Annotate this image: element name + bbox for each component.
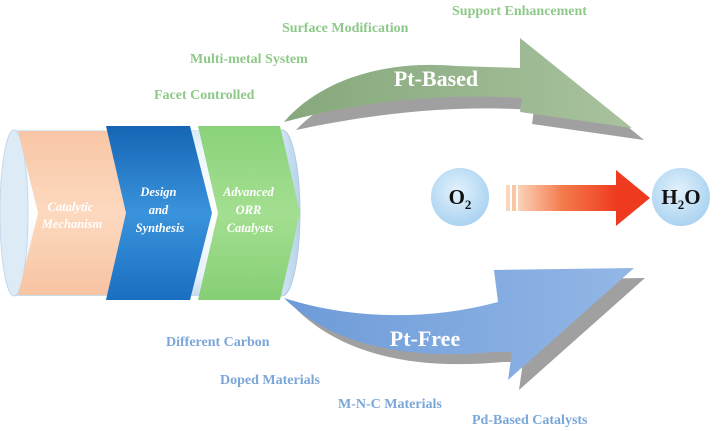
- step-3-label: Advanced ORR Catalysts: [222, 185, 277, 235]
- pt-based-title: Pt-Based: [394, 66, 478, 91]
- step-advanced-orr-catalysts: [198, 126, 300, 300]
- h2o-label: H2O: [661, 185, 700, 212]
- step-design-synthesis: [106, 126, 212, 300]
- step-catalytic-mechanism: [18, 131, 130, 295]
- pt-based-arrow: Pt-Based: [284, 38, 644, 140]
- step-2-label: Design and Synthesis: [136, 185, 185, 235]
- label-doped-materials: Doped Materials: [220, 373, 320, 388]
- label-multi-metal-system: Multi-metal System: [190, 52, 308, 67]
- label-support-enhancement: Support Enhancement: [452, 4, 587, 19]
- step-1-label: Catalytic Mechanism: [41, 200, 103, 231]
- label-surface-modification: Surface Modification: [282, 21, 409, 36]
- label-mnc-materials: M-N-C Materials: [338, 397, 442, 412]
- label-different-carbon: Different Carbon: [166, 335, 270, 350]
- pt-free-arrow: Pt-Free: [284, 268, 645, 390]
- reaction-arrow: [506, 170, 650, 226]
- orr-reaction: O2 H2O: [429, 166, 712, 228]
- process-pipe: Catalytic Mechanism Design and Synthesis…: [0, 126, 301, 300]
- o2-circle: [429, 166, 491, 228]
- label-facet-controlled: Facet Controlled: [154, 88, 255, 103]
- label-pd-based-catalysts: Pd-Based Catalysts: [472, 413, 588, 428]
- pt-free-title: Pt-Free: [390, 326, 461, 351]
- o2-label: O2: [449, 185, 472, 212]
- pt-free-labels: Different Carbon Doped Materials M-N-C M…: [166, 335, 588, 428]
- pt-based-labels: Support Enhancement Surface Modification…: [154, 4, 587, 103]
- h2o-circle: [650, 166, 712, 228]
